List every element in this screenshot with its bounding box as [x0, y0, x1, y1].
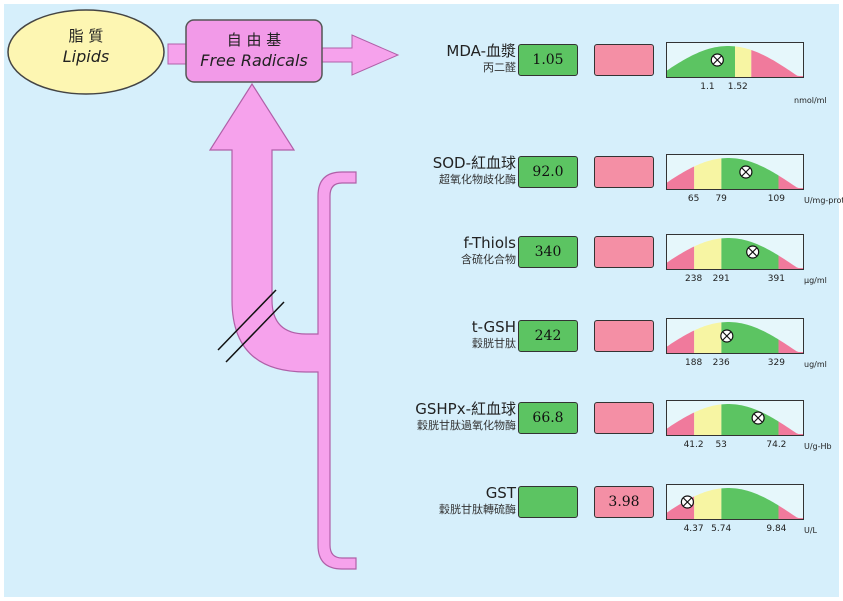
- inhibit-slash-2: [225, 301, 285, 363]
- gauge-zone-pink: [778, 255, 803, 269]
- radicals-zh: 自 由 基: [226, 31, 282, 49]
- gauge-tick-label: 329: [767, 358, 785, 368]
- gauge-tick-label: 79: [715, 194, 727, 204]
- gauge-tick-label: 1.52: [727, 82, 748, 92]
- value-box: 92.0: [518, 156, 578, 188]
- marker-cross: [753, 413, 763, 423]
- value-box: 1.05: [518, 44, 578, 76]
- marker-name: t-GSH: [471, 318, 516, 336]
- lipids-en: Lipids: [62, 47, 110, 66]
- gauge-zone-yellow: [735, 46, 752, 77]
- abnormal-value-box: [594, 156, 654, 188]
- gauge-tick-label: 188: [685, 358, 703, 368]
- reference-gauge: [666, 42, 804, 78]
- abnormal-value-box: [594, 320, 654, 352]
- gauge-tick-label: 4.37: [683, 524, 704, 534]
- gauge-tick-label: 5.74: [711, 524, 732, 534]
- value-box: 66.8: [518, 402, 578, 434]
- gauge-zone-pink: [778, 421, 803, 435]
- abnormal-value-box: [594, 236, 654, 268]
- gauge-zone-yellow: [694, 404, 722, 435]
- unit-label: ug/ml: [804, 360, 827, 369]
- marker-chinese-name: 穀胱甘肽轉硫酶: [439, 503, 516, 516]
- abnormal-value-box: [594, 402, 654, 434]
- gauge-tick-label: 236: [712, 358, 730, 368]
- gauge-zone-pink: [778, 339, 803, 353]
- marker-name: SOD-紅血球: [432, 154, 516, 172]
- marker-name: MDA-血漿: [446, 42, 516, 60]
- gauge-zone-pink: [667, 412, 695, 435]
- reference-gauge: [666, 484, 804, 520]
- gauge-zone-pink: [667, 330, 695, 353]
- lipids-node: [7, 9, 165, 95]
- gauge-tick-label: 238: [685, 274, 703, 284]
- unit-label: U/mg-protein: [804, 196, 843, 205]
- lipids-label: 脂 質 Lipids: [20, 26, 152, 68]
- marker-name: f-Thiols: [463, 234, 517, 252]
- marker-name: GST: [485, 484, 516, 502]
- value-box: 340: [518, 236, 578, 268]
- marker-chinese-name: 穀胱甘肽: [472, 337, 516, 350]
- marker-cross: [712, 55, 722, 65]
- bracket-arrow: [208, 82, 357, 570]
- marker-cross: [722, 331, 732, 341]
- abnormal-value-box: [594, 44, 654, 76]
- marker-cross: [741, 167, 751, 177]
- gauge-zone-yellow: [694, 158, 722, 189]
- marker-chinese-name: 含硫化合物: [461, 253, 516, 266]
- gauge-zone-pink: [778, 175, 803, 189]
- value-box: [518, 486, 578, 518]
- reference-gauge: [666, 400, 804, 436]
- reference-gauge: [666, 234, 804, 270]
- unit-label: μg/ml: [804, 276, 827, 285]
- gauge-zone-green: [721, 404, 779, 435]
- marker-label: MDA-血漿丙二醛: [380, 42, 516, 75]
- marker-cross: [682, 497, 692, 507]
- gauge-zone-pink: [667, 246, 695, 269]
- unit-label: nmol/ml: [794, 96, 827, 105]
- gauge-tick-label: 53: [715, 440, 727, 450]
- radicals-label: 自 由 基 Free Radicals: [186, 30, 322, 72]
- gauge-tick-label: 41.2: [683, 440, 704, 450]
- gauge-tick-label: 291: [712, 274, 730, 284]
- gauge-tick-label: 65: [687, 194, 700, 204]
- abnormal-value-box: 3.98: [594, 486, 654, 518]
- gauge-tick-label: 109: [767, 194, 785, 204]
- gauge-tick-label: 391: [767, 274, 785, 284]
- gauge-zone-pink: [751, 50, 803, 77]
- lipids-zh: 脂 質: [68, 27, 104, 45]
- gauge-zone-green: [721, 322, 779, 353]
- gauge-tick-label: 1.1: [700, 82, 715, 92]
- marker-chinese-name: 丙二醛: [483, 61, 516, 74]
- gauge-zone-yellow: [694, 488, 722, 519]
- radicals-en: Free Radicals: [200, 51, 308, 70]
- reference-gauge: [666, 318, 804, 354]
- unit-label: U/g-Hb: [804, 442, 832, 451]
- marker-label: SOD-紅血球超氧化物歧化酶: [380, 154, 516, 187]
- gauge-zone-yellow: [694, 238, 722, 269]
- gauge-zone-green: [721, 488, 779, 519]
- reference-gauge: [666, 154, 804, 190]
- value-box: 242: [518, 320, 578, 352]
- marker-cross: [748, 247, 758, 257]
- gauge-zone-pink: [778, 505, 803, 519]
- marker-chinese-name: 超氧化物歧化酶: [439, 173, 516, 186]
- gauge-tick-label: 74.2: [766, 440, 787, 450]
- marker-label: GSHPx-紅血球穀胱甘肽過氧化物酶: [380, 400, 516, 433]
- free-radicals-node: [185, 19, 323, 83]
- marker-name: GSHPx-紅血球: [415, 400, 516, 418]
- unit-label: U/L: [804, 526, 818, 535]
- inhibit-slash-1: [217, 289, 277, 351]
- gauge-tick-label: 9.84: [766, 524, 787, 534]
- arrow-to-mda: [319, 34, 400, 76]
- marker-chinese-name: 穀胱甘肽過氧化物酶: [417, 419, 516, 432]
- gauge-zone-pink: [667, 166, 695, 189]
- gauge-zone-yellow: [694, 322, 722, 353]
